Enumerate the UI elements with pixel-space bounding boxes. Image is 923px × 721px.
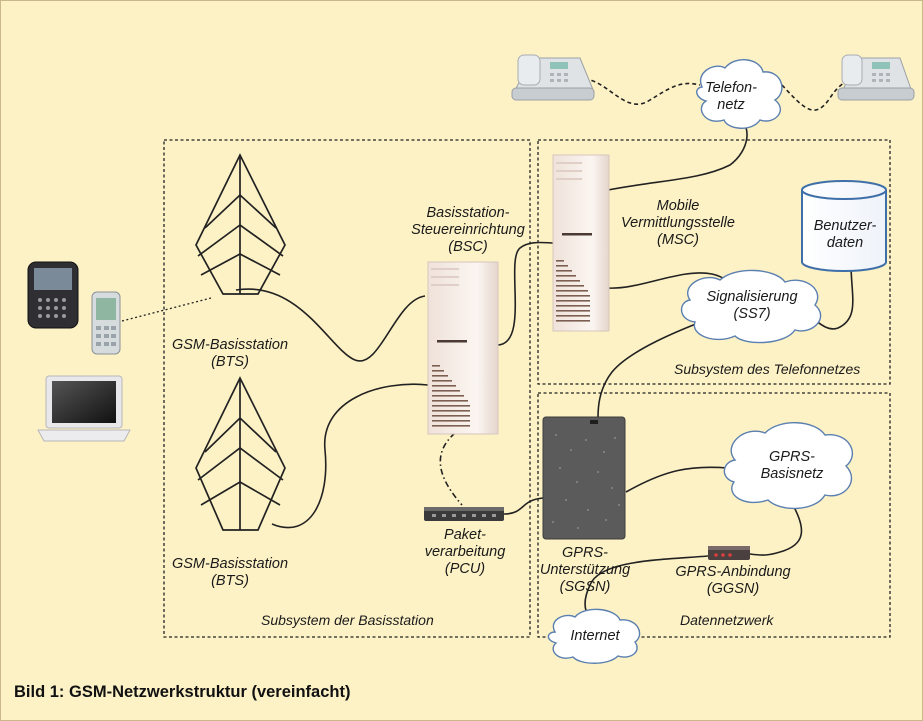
clouds bbox=[547, 59, 854, 664]
subsystem-datennetz-label: Datennetzwerk bbox=[680, 612, 774, 628]
link-bts-bottom-bsc bbox=[271, 383, 429, 529]
bsc-label: Basisstation- Steuereinrichtung (BSC) bbox=[411, 205, 525, 255]
subsystem-basisstation-box bbox=[163, 139, 531, 638]
subsystem-datennetz-box bbox=[537, 392, 891, 638]
bts-tower-bottom-icon bbox=[195, 376, 286, 531]
ggsn-device-icon bbox=[708, 546, 750, 560]
subsystem-telefonnetz-label: Subsystem des Telefonnetzes bbox=[674, 361, 861, 377]
gprs-basisnetz-cloud-icon bbox=[723, 422, 854, 510]
subsystem-basisstation-label: Subsystem der Basisstation bbox=[261, 612, 434, 628]
link-msc-telefonnetz bbox=[607, 117, 748, 191]
figure-caption: Bild 1: GSM-Netzwerkstruktur (vereinfach… bbox=[14, 683, 351, 701]
mobile-phone-icon bbox=[91, 291, 121, 355]
pcu-label: Paket- verarbeitung (PCU) bbox=[424, 527, 506, 577]
telephone-right-icon bbox=[837, 54, 915, 101]
link-pcu-sgsn bbox=[503, 497, 544, 515]
sgsn-device-icon bbox=[542, 416, 626, 540]
internet-cloud-icon bbox=[547, 608, 641, 664]
pcu-device-icon bbox=[424, 507, 504, 521]
benutzerdaten-database-icon bbox=[801, 180, 887, 272]
signalisierung-label: Signalisierung (SS7) bbox=[706, 289, 798, 322]
link-mobile-bts bbox=[121, 297, 212, 322]
link-bsc-pcu-dashdot bbox=[439, 432, 463, 506]
link-ss7-sgsn bbox=[597, 319, 707, 419]
msc-server-icon bbox=[552, 154, 610, 332]
bts-tower-top-icon bbox=[195, 153, 286, 295]
smartphone-icon bbox=[27, 261, 79, 329]
subsystem-telefonnetz-box bbox=[537, 139, 891, 385]
bts-top-label: GSM-Basisstation (BTS) bbox=[171, 337, 289, 370]
gprs-basisnetz-label: GPRS- Basisnetz bbox=[760, 449, 824, 482]
link-bts-top-bsc bbox=[235, 288, 426, 362]
link-ggsn-internet bbox=[584, 555, 709, 619]
signalisierung-cloud-icon bbox=[680, 269, 822, 344]
laptop-icon bbox=[37, 375, 131, 442]
telefonnetz-label: Telefon- netz bbox=[705, 80, 757, 113]
link-phone-right bbox=[781, 75, 858, 111]
bsc-server-icon bbox=[427, 261, 499, 435]
internet-label: Internet bbox=[570, 628, 620, 644]
benutzerdaten-label: Benutzer- daten bbox=[813, 218, 877, 251]
msc-label: Mobile Vermittlungsstelle (MSC) bbox=[621, 198, 735, 248]
link-phone-left bbox=[564, 78, 701, 105]
ggsn-label: GPRS-Anbindung (GGSN) bbox=[675, 564, 791, 597]
link-gprs-ggsn bbox=[749, 499, 803, 556]
sgsn-label: GPRS- Unterstützung (SGSN) bbox=[539, 545, 631, 595]
telefonnetz-cloud-icon bbox=[696, 59, 783, 129]
bts-bottom-label: GSM-Basisstation (BTS) bbox=[171, 556, 289, 589]
telephone-left-icon bbox=[511, 54, 595, 101]
link-sgsn-gprs bbox=[625, 466, 729, 493]
link-bsc-msc bbox=[496, 241, 556, 346]
